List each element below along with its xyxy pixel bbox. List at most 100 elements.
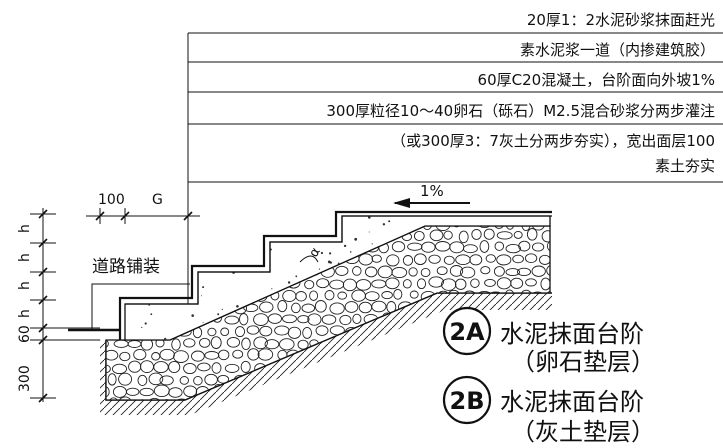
- pebble: [111, 363, 128, 375]
- dim-300-label: 300: [17, 365, 33, 392]
- concrete-speckle: [143, 245, 146, 248]
- concrete-speckle: [138, 290, 140, 292]
- pebble: [184, 226, 198, 230]
- concrete-speckle: [125, 248, 128, 251]
- pebble: [518, 240, 531, 252]
- concrete-speckle: [140, 248, 143, 250]
- pebble: [408, 267, 418, 277]
- pebble: [131, 232, 147, 241]
- dim-h3-label: h: [17, 281, 33, 290]
- pebble: [427, 373, 438, 384]
- pebble: [173, 350, 189, 363]
- pebble: [539, 254, 550, 265]
- pebble: [295, 226, 307, 228]
- concrete-speckle: [191, 314, 194, 317]
- pebble: [554, 303, 562, 312]
- pebble: [358, 253, 374, 266]
- pebble: [193, 375, 203, 386]
- pebble: [231, 232, 247, 242]
- concrete-speckle: [329, 261, 332, 264]
- pebble: [220, 327, 230, 337]
- concrete-speckle: [368, 231, 370, 233]
- pebble: [556, 232, 569, 242]
- pebble: [321, 314, 337, 325]
- pebble: [393, 288, 403, 300]
- pebble: [416, 278, 427, 290]
- pebble: [246, 229, 260, 240]
- concrete-speckle: [201, 295, 202, 297]
- concrete-speckle: [171, 228, 175, 232]
- pebble: [364, 386, 379, 395]
- pebble: [386, 254, 400, 267]
- pebble: [246, 325, 260, 335]
- concrete-speckle: [174, 265, 178, 268]
- pebble: [230, 256, 246, 265]
- road-paving-label: 道路铺装: [92, 257, 160, 277]
- pebble: [462, 244, 478, 254]
- pebble: [311, 387, 320, 397]
- pebble: [422, 361, 434, 374]
- pebble: [361, 373, 371, 385]
- concrete-speckle: [283, 227, 286, 230]
- pebble: [106, 316, 112, 325]
- pebble: [394, 384, 405, 396]
- pebble: [232, 349, 244, 359]
- title-2a-line1: 水泥抹面台阶: [500, 320, 644, 348]
- pebble: [554, 256, 564, 265]
- pebble: [160, 399, 173, 400]
- concrete-speckle: [496, 322, 498, 324]
- concrete-speckle: [236, 305, 239, 308]
- pebble: [441, 278, 457, 291]
- concrete-speckle: [295, 275, 298, 278]
- pebble: [526, 228, 538, 241]
- note-lime-soil: （或300厚3：7灰土分两步夯实），宽出面层100: [391, 132, 715, 150]
- pebble: [344, 398, 360, 400]
- pebble: [223, 226, 239, 229]
- mortar-finish: [118, 210, 552, 340]
- pebble: [428, 276, 444, 288]
- pebble: [307, 313, 322, 326]
- pebble: [177, 254, 188, 263]
- pebble: [269, 226, 281, 228]
- pebble: [376, 362, 392, 376]
- pebble: [407, 337, 422, 349]
- pebble: [108, 397, 119, 400]
- pebble: [471, 228, 482, 240]
- pebble: [148, 397, 161, 400]
- concrete-speckle: [243, 240, 245, 242]
- dim-100-label: 100: [98, 192, 125, 208]
- pebble: [139, 387, 154, 397]
- pebble: [352, 362, 366, 375]
- concrete-speckle: [216, 232, 220, 236]
- pebble: [315, 325, 329, 336]
- pebble: [420, 340, 431, 349]
- pebble: [388, 350, 398, 363]
- pebble: [207, 327, 217, 337]
- pebble: [234, 326, 246, 338]
- pebble: [162, 254, 176, 265]
- pebble: [118, 396, 132, 400]
- pebble: [493, 266, 505, 277]
- pebble: [420, 267, 431, 278]
- pebble: [455, 254, 471, 266]
- concrete-speckle: [258, 223, 261, 226]
- concrete-speckle: [247, 269, 249, 271]
- pebble: [264, 339, 280, 350]
- pebble: [480, 266, 491, 275]
- concrete-speckle: [237, 236, 241, 239]
- pebble: [279, 338, 295, 351]
- pebble: [259, 325, 273, 337]
- pebble: [174, 279, 188, 288]
- title-2a-line2: （卵石垫层）: [511, 348, 655, 376]
- pebble: [426, 398, 443, 400]
- pebble: [118, 277, 132, 289]
- pebble: [309, 290, 319, 301]
- note-cement-slurry: 素水泥浆一道（内掺建筑胶）: [519, 41, 715, 59]
- pebble: [137, 374, 148, 386]
- circle-2b-label: 2B: [450, 387, 485, 415]
- concrete-speckle: [320, 251, 323, 255]
- concrete-speckle: [169, 260, 172, 262]
- pebble: [297, 315, 310, 324]
- pebble: [150, 277, 161, 287]
- pebble: [557, 279, 566, 288]
